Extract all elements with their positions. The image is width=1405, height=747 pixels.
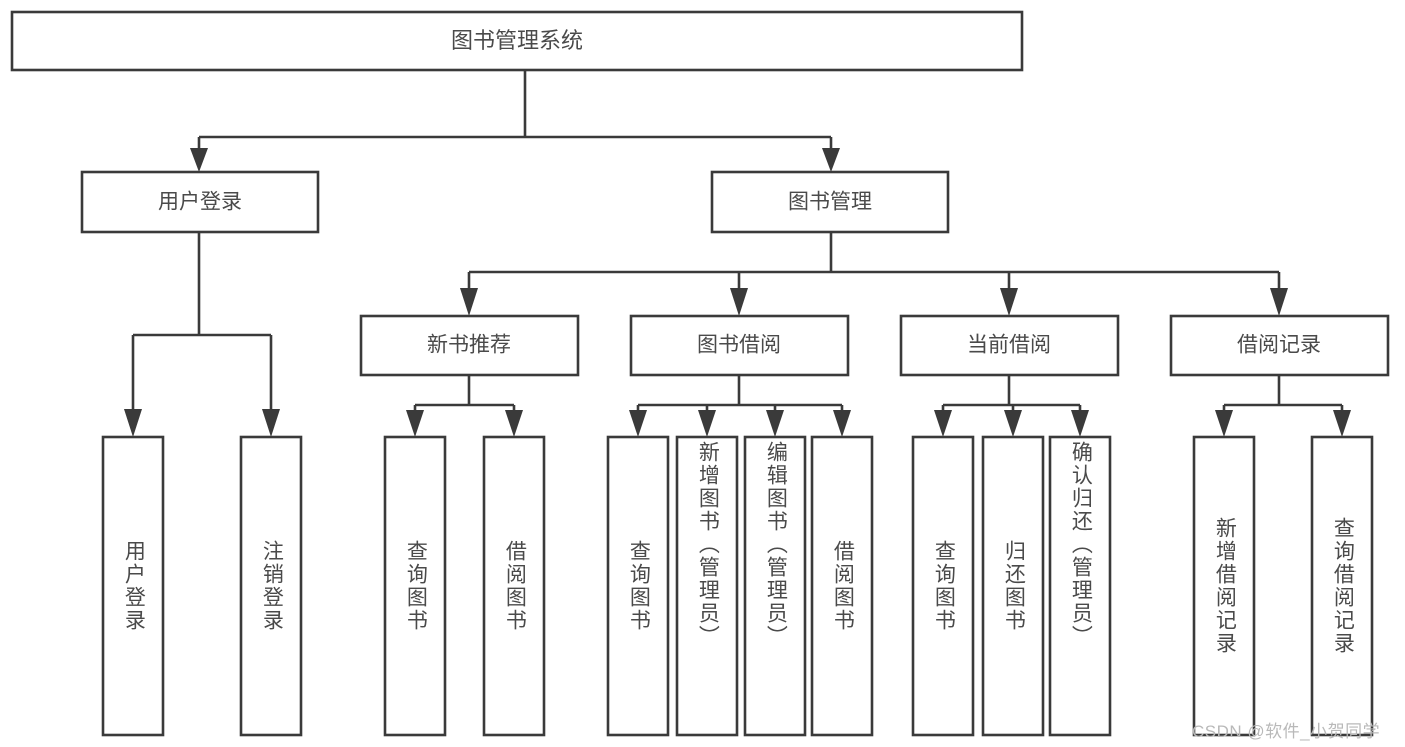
node-book-manage-box[interactable] (710, 170, 950, 234)
node-borrow-record-box[interactable] (1169, 314, 1390, 377)
node-root-box[interactable] (10, 10, 1024, 72)
node-leaf-bb-borrow-book-box[interactable] (810, 435, 874, 737)
node-leaf-user-logout-box[interactable] (239, 435, 303, 737)
arrow-head-cb-query-book (934, 410, 952, 437)
node-leaf-rec-borrow-book-box[interactable] (482, 435, 546, 737)
arrow-head-book-borrow (730, 288, 748, 316)
arrow-head-user-login (190, 148, 208, 172)
node-leaf-cb-confirm-return-box[interactable] (1048, 435, 1112, 737)
arrow-head-book-manage (822, 148, 840, 172)
arrow-head-leaf-user-logout (262, 409, 280, 437)
node-leaf-bb-query-book-box[interactable] (606, 435, 670, 737)
node-leaf-cb-query-book-box[interactable] (911, 435, 975, 737)
node-leaf-br-add-record-box[interactable] (1192, 435, 1256, 737)
node-user-login-box[interactable] (80, 170, 320, 234)
node-new-book-recommend-label: 新书推荐 (427, 334, 511, 357)
node-leaf-cb-return-book-box[interactable] (981, 435, 1045, 737)
node-book-borrow-label: 图书借阅 (697, 334, 781, 357)
arrow-head-bb-edit-book (766, 410, 784, 437)
arrow-head-leaf-user-login (124, 409, 142, 437)
arrow-head-current-borrow (1000, 288, 1018, 316)
node-user-login-label: 用户登录 (158, 191, 242, 214)
node-current-borrow-box[interactable] (899, 314, 1120, 377)
arrow-head-bb-query-book (629, 410, 647, 437)
arrow-head-cb-return-book (1004, 410, 1022, 437)
arrow-head-borrow-record (1270, 288, 1288, 316)
node-current-borrow-label: 当前借阅 (967, 334, 1051, 357)
node-layer: 图书管理系统 用户登录 图书管理 新书推荐 图书借阅 当前借阅 借阅记录 (10, 10, 1390, 737)
arrow-head-cb-confirm-return (1071, 410, 1089, 437)
node-book-manage-label: 图书管理 (788, 191, 872, 214)
node-root-label: 图书管理系统 (451, 28, 583, 53)
arrow-head-rec-borrow-book (505, 410, 523, 437)
node-leaf-user-login-box[interactable] (101, 435, 165, 737)
node-leaf-rec-query-book-box[interactable] (383, 435, 447, 737)
node-borrow-record-label: 借阅记录 (1237, 334, 1321, 357)
csdn-watermark: CSDN @软件_小贺同学 (1192, 722, 1381, 741)
arrow-head-br-add-record (1215, 410, 1233, 437)
arrow-head-br-query-record (1333, 410, 1351, 437)
arrow-head-new-book-recommend (460, 288, 478, 316)
node-leaf-bb-add-book-box[interactable] (675, 435, 739, 737)
connector-layer (124, 70, 1351, 437)
arrow-head-bb-borrow-book (833, 410, 851, 437)
node-leaf-br-query-record-box[interactable] (1310, 435, 1374, 737)
node-book-borrow-box[interactable] (629, 314, 850, 377)
arrow-head-rec-query-book (406, 410, 424, 437)
node-leaf-bb-edit-book-box[interactable] (743, 435, 807, 737)
node-new-book-recommend-box[interactable] (359, 314, 580, 377)
arrow-head-bb-add-book (698, 410, 716, 437)
